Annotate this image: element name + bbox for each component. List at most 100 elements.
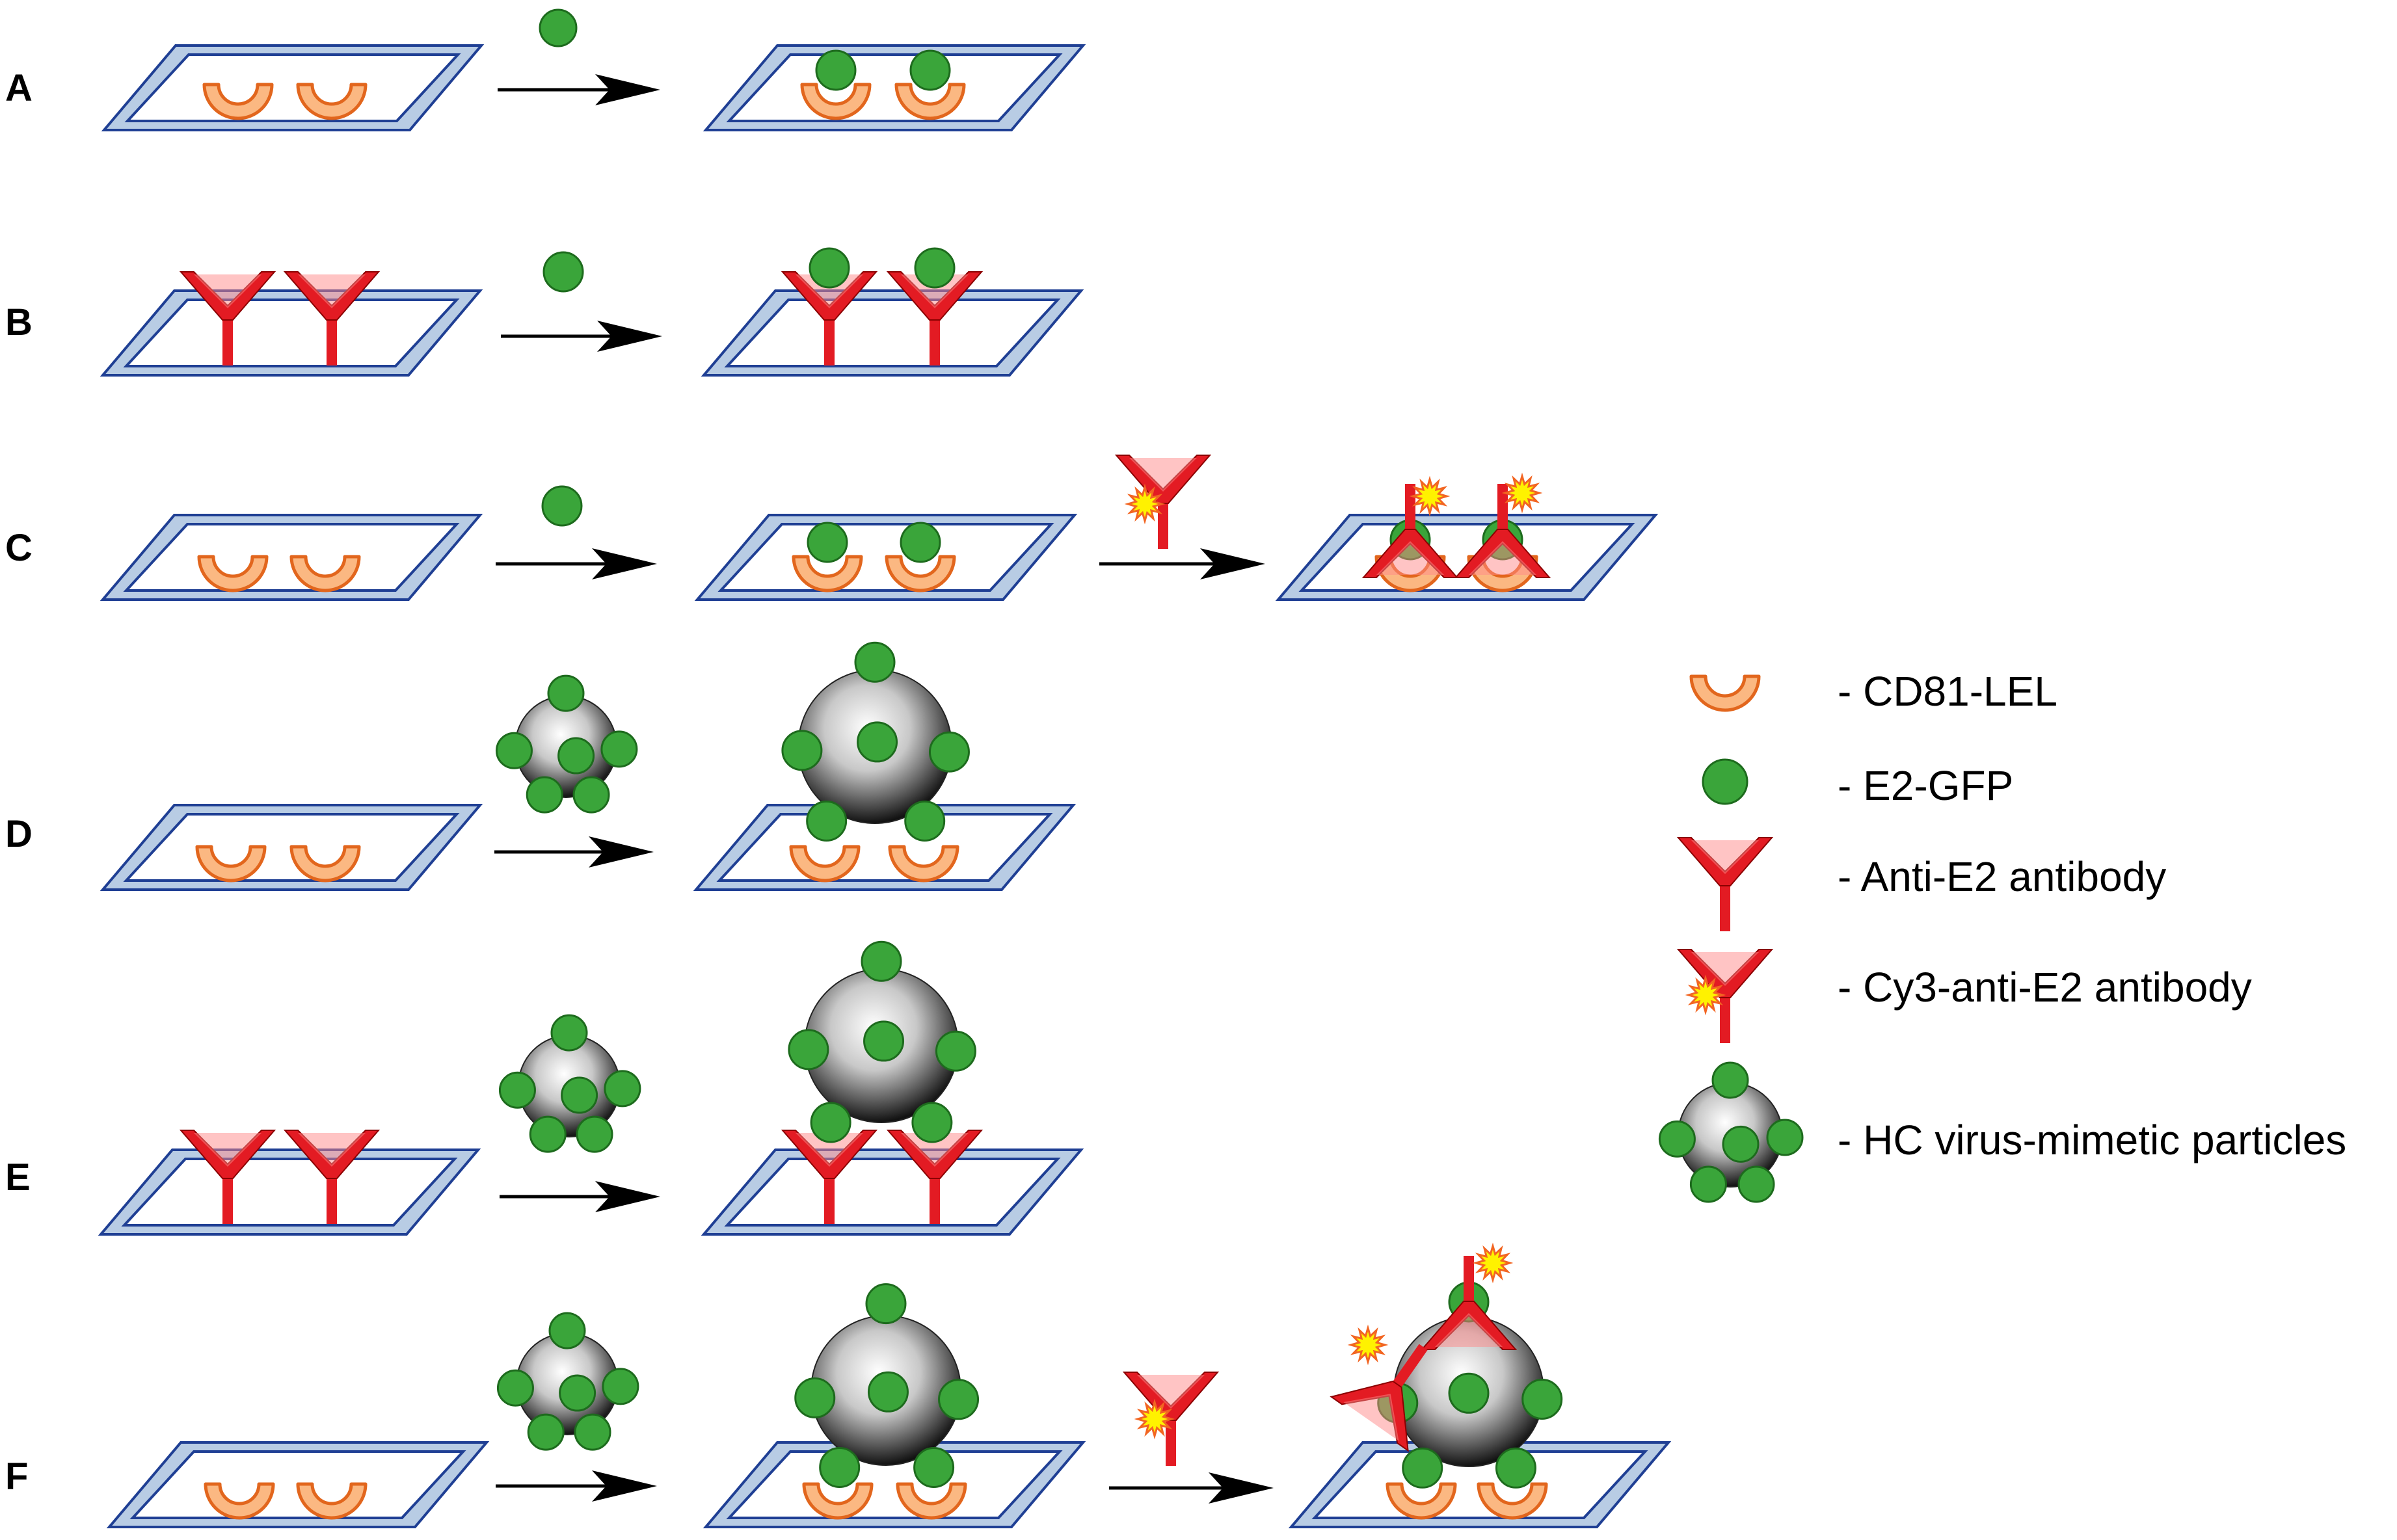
e2-gfp-icon	[911, 1102, 953, 1143]
e2-gfp-icon	[865, 1283, 907, 1325]
legend-icon-e2-gfp	[1702, 758, 1748, 805]
e2-gfp-icon	[794, 1377, 836, 1418]
legend-label-cy3-anti-e2-antibody: - Cy3-anti-E2 antibody	[1838, 964, 2252, 1011]
glass-slide-a-left	[101, 44, 485, 131]
e2-gfp-icon	[495, 732, 533, 769]
e2-gfp-icon	[854, 641, 896, 683]
row-label-b: B	[5, 301, 33, 343]
glass-slide-e-left	[98, 1148, 481, 1236]
cd81-lel-c4	[885, 555, 956, 592]
cd81-lel-d3	[789, 845, 861, 883]
row-label-f: F	[5, 1455, 28, 1498]
e2-gfp-icon	[904, 800, 946, 842]
e2-gfp-icon	[1521, 1379, 1563, 1420]
glass-slide-e-right	[701, 1148, 1084, 1236]
e2-gfp-icon	[559, 1374, 596, 1412]
legend-icon-cy3-anti-e2-antibody	[1676, 949, 1774, 1043]
e2-gfp-icon	[1448, 1372, 1490, 1414]
row-label-e: E	[5, 1156, 31, 1199]
row-label-a: A	[5, 67, 33, 109]
virus-mimetic-particle-d-bound	[781, 641, 970, 842]
e2-gfp-icon	[1711, 1061, 1749, 1099]
cd81-lel-f6	[1477, 1482, 1548, 1520]
e2-gfp-icon	[913, 1446, 955, 1488]
e2-gfp-icon	[1737, 1165, 1775, 1203]
e2-gfp-icon	[810, 1102, 851, 1143]
anti-e2-antibody-b2	[283, 271, 381, 365]
e2-gfp-icon	[1722, 1125, 1760, 1163]
anti-e2-antibody-e2	[283, 1130, 381, 1224]
e2-gfp-icon	[1658, 1120, 1696, 1158]
arrow-e	[500, 1181, 660, 1212]
e2-gfp-icon	[550, 1014, 588, 1052]
e2-gfp-icon	[529, 1115, 567, 1153]
cd81-lel-f5	[1386, 1482, 1457, 1520]
anti-e2-antibody-e1	[179, 1130, 276, 1224]
anti-e2-antibody-b3	[781, 271, 878, 365]
cd81-lel-c3	[792, 555, 863, 592]
cy3-anti-e2-antibody-c-reagent	[1114, 455, 1212, 549]
e2-gfp-icon	[557, 737, 595, 775]
e2-gfp-icon	[600, 730, 638, 768]
e2-gfp-icon	[527, 1413, 565, 1451]
e2-gfp-icon	[781, 730, 823, 771]
arrow-b	[501, 321, 662, 352]
e2-gfp-icon	[857, 721, 898, 763]
e2-gfp-b-bound2	[914, 247, 956, 289]
e2-gfp-icon	[574, 1413, 611, 1451]
e2-gfp-icon	[561, 1076, 598, 1114]
e2-gfp-a-bound1	[815, 49, 857, 91]
virus-mimetic-particle-e-bound	[788, 940, 976, 1143]
e2-gfp-icon	[604, 1070, 641, 1108]
arrow-a	[498, 74, 660, 105]
e2-gfp-icon	[1766, 1119, 1804, 1156]
legend-label-anti-e2-antibody: - Anti-E2 antibody	[1838, 853, 2166, 900]
e2-gfp-b-reagent	[542, 251, 584, 293]
cd81-lel-a3	[800, 83, 872, 120]
e2-gfp-a-bound2	[909, 49, 951, 91]
cd81-lel-c1	[197, 555, 269, 592]
virus-mimetic-particle-d-reagent	[495, 674, 638, 814]
e2-gfp-icon	[526, 776, 563, 814]
cd81-lel-d1	[195, 845, 267, 883]
diagram-drawing	[98, 8, 1804, 1528]
e2-gfp-icon	[788, 1029, 829, 1070]
cy3-anti-e2-antibody-f2	[1330, 1344, 1428, 1452]
cy3-fluorophore-c-reagent	[1124, 483, 1166, 525]
e2-gfp-a-reagent	[539, 8, 578, 47]
legend-label-hc-virus-mimetic-particles: - HC virus-mimetic particles	[1838, 1117, 2346, 1163]
arrow-d	[494, 836, 654, 868]
legend-label-cd81-lel: - CD81-LEL	[1838, 668, 2057, 715]
cy3-anti-e2-antibody-c2	[1454, 484, 1551, 578]
e2-gfp-icon	[1495, 1447, 1536, 1489]
arrow-c1	[496, 548, 657, 579]
cy3-fluorophore-c1	[1409, 475, 1451, 517]
row-label-c: C	[5, 527, 33, 569]
cd81-lel-c2	[289, 555, 361, 592]
arrow-f1	[496, 1470, 657, 1502]
virus-mimetic-particle-f-final	[1377, 1281, 1563, 1489]
e2-gfp-c-reagent	[541, 485, 583, 527]
e2-gfp-c-bound1	[807, 522, 848, 563]
cd81-lel-f3	[802, 1482, 874, 1520]
cd81-lel-a4	[894, 83, 966, 120]
legend-icon-anti-e2-antibody	[1676, 837, 1774, 931]
cy3-fluorophore-f-reagent	[1134, 1398, 1175, 1440]
anti-e2-antibody-b1	[179, 271, 276, 365]
e2-gfp-icon	[602, 1368, 639, 1405]
e2-gfp-b-bound1	[809, 247, 850, 289]
cy3-anti-e2-antibody-f1	[1420, 1256, 1518, 1350]
glass-slide-c-right	[1275, 514, 1659, 601]
e2-gfp-icon	[1689, 1165, 1727, 1203]
cd81-lel-a1	[202, 83, 274, 120]
glass-slide-b-left	[100, 289, 483, 377]
legend-icon-cd81-lel	[1689, 674, 1761, 712]
anti-e2-antibody-e3	[781, 1130, 878, 1224]
e2-gfp-icon	[928, 731, 970, 773]
e2-gfp-icon	[806, 800, 848, 842]
cd81-lel-a2	[296, 83, 368, 120]
e2-gfp-icon	[547, 674, 585, 712]
e2-gfp-c-bound2	[900, 522, 941, 563]
cd81-lel-d4	[888, 845, 959, 883]
